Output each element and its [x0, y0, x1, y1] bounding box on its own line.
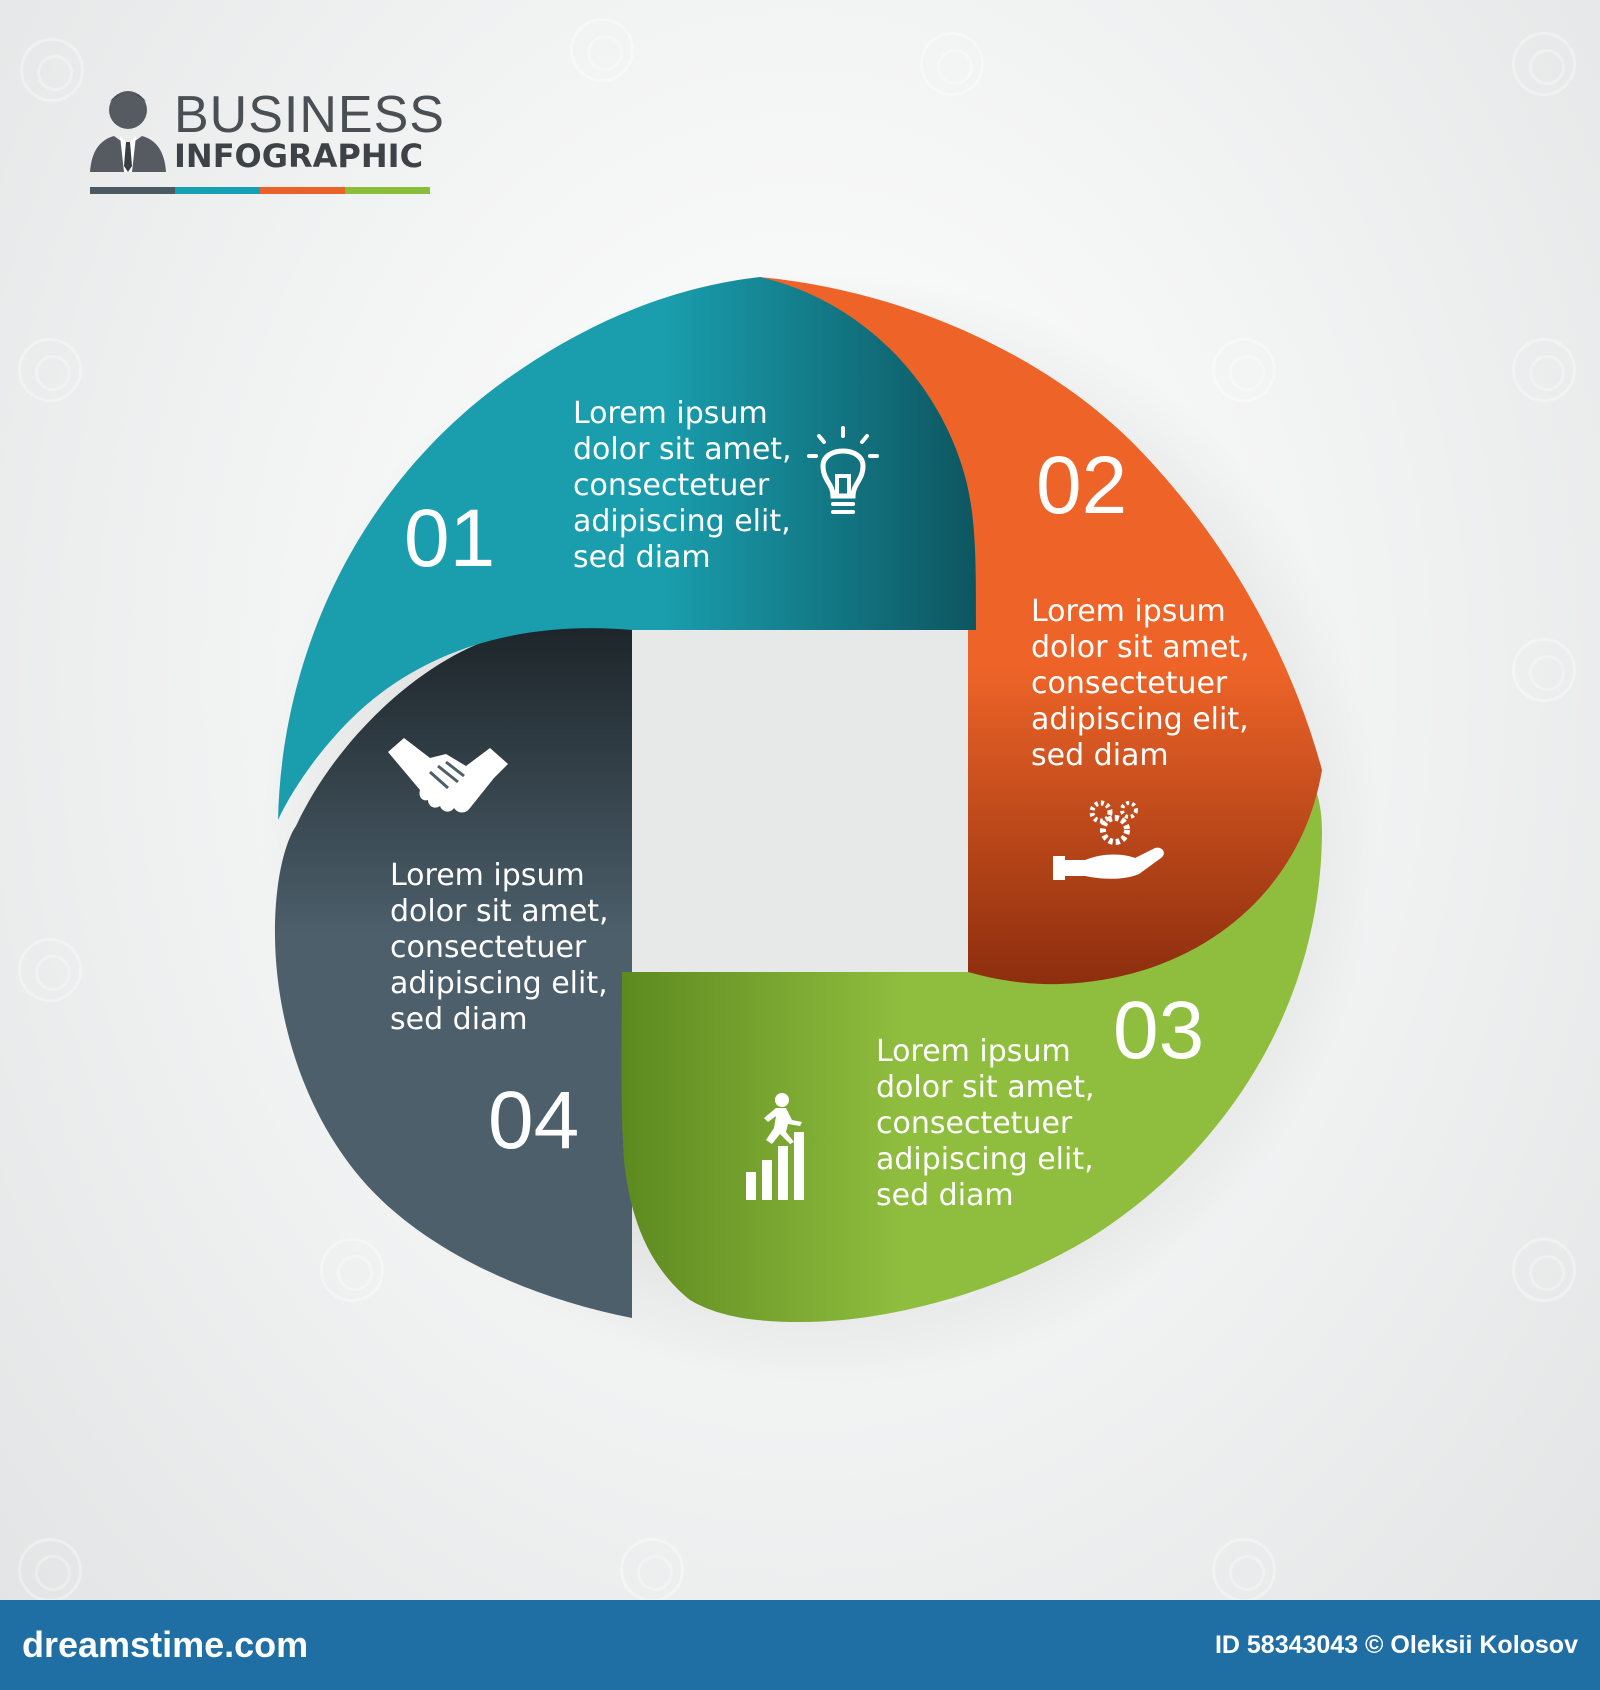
center-square [632, 630, 968, 972]
logo-bar-teal [175, 187, 260, 194]
watermark-ring [18, 338, 82, 402]
gears-in-hand-icon [1053, 800, 1164, 880]
logo-bar-green [345, 187, 430, 194]
watermark-ring [320, 1238, 384, 1302]
logo: BUSINESS INFOGRAPHIC [88, 86, 444, 196]
segment-02-line-1: Lorem ipsum [1031, 594, 1226, 629]
infographic-stage: BUSINESS INFOGRAPHIC [18, 18, 1576, 1602]
running-up-chart-icon [746, 1093, 804, 1200]
watermark-ring [1512, 638, 1576, 702]
watermark-ring [20, 38, 84, 102]
watermark-ring [1512, 32, 1576, 96]
watermark-ring [1212, 338, 1276, 402]
segment-02-line-4: adipiscing elit, [1031, 702, 1249, 737]
watermark-ring [570, 18, 634, 82]
segment-01-number: 01 [404, 493, 496, 584]
segment-04-number: 04 [488, 1075, 580, 1166]
segment-01-text: Lorem ipsum dolor sit amet, consectetuer… [573, 396, 792, 576]
segment-03-line-1: Lorem ipsum [876, 1034, 1071, 1069]
watermark-ring [18, 938, 82, 1002]
segment-02-line-5: sed diam [1031, 738, 1169, 773]
segment-04-line-1: Lorem ipsum [390, 858, 585, 893]
handshake-icon [388, 738, 508, 813]
segment-04-line-4: adipiscing elit, [390, 966, 608, 1001]
segment-01-line-3: consectetuer [573, 468, 770, 503]
businessman-icon [90, 91, 166, 172]
lightbulb-icon [807, 426, 879, 514]
segment-04-line-5: sed diam [390, 1002, 528, 1037]
segment-02-text: Lorem ipsum dolor sit amet, consectetuer… [1031, 594, 1250, 774]
segment-01-line-5: sed diam [573, 540, 711, 575]
watermark-ring [1512, 1238, 1576, 1302]
segment-01 [278, 277, 976, 820]
segment-03-text: Lorem ipsum dolor sit amet, consectetuer… [876, 1034, 1095, 1214]
segment-01-line-2: dolor sit amet, [573, 432, 792, 467]
segment-01-line-1: Lorem ipsum [573, 396, 768, 431]
footer-site-link[interactable]: dreamstime.com [22, 1624, 309, 1665]
segment-02 [760, 277, 1322, 985]
segment-02-line-3: consectetuer [1031, 666, 1228, 701]
segment-04-line-3: consectetuer [390, 930, 587, 965]
segment-04 [274, 621, 632, 1318]
segment-01-line-4: adipiscing elit, [573, 504, 791, 539]
logo-title: BUSINESS [174, 86, 445, 144]
footer-credit: ID 58343043 © Oleksii Kolosov [1214, 1630, 1578, 1659]
segment-03-line-3: consectetuer [876, 1106, 1073, 1141]
logo-bar-slate [90, 187, 175, 194]
segment-04-text: Lorem ipsum dolor sit amet, consectetuer… [390, 858, 609, 1038]
logo-color-bar [90, 187, 430, 194]
segment-03-number: 03 [1113, 985, 1205, 1076]
four-step-ring-diagram [260, 270, 1380, 1390]
segment-02-line-2: dolor sit amet, [1031, 630, 1250, 665]
logo-bar-orange [260, 187, 345, 194]
segment-03-line-2: dolor sit amet, [876, 1070, 1095, 1105]
segment-02-number: 02 [1036, 440, 1128, 531]
segment-03-line-5: sed diam [876, 1178, 1014, 1213]
logo-subtitle: INFOGRAPHIC [174, 137, 424, 175]
footer-bar: dreamstime.com ID 58343043 © Oleksii Kol… [0, 1600, 1600, 1690]
segment-03-line-4: adipiscing elit, [876, 1142, 1094, 1177]
segment-04-line-2: dolor sit amet, [390, 894, 609, 929]
watermark-ring [920, 32, 984, 96]
watermark-ring [1512, 338, 1576, 402]
